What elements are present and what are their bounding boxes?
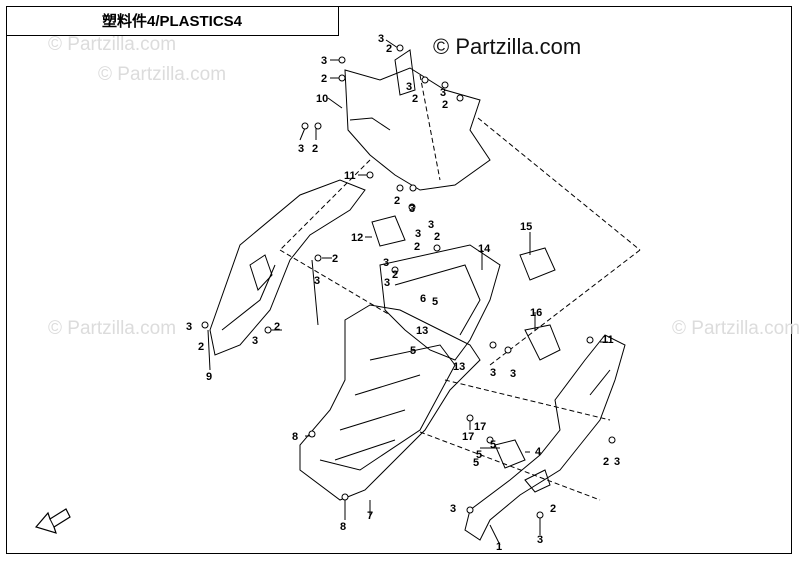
top-cover bbox=[344, 67, 491, 191]
center-tray bbox=[379, 244, 501, 361]
callout-label: 5 bbox=[410, 345, 416, 357]
callout-label: 2 bbox=[434, 231, 440, 243]
callout-label: 3 bbox=[186, 321, 192, 333]
callout-label: 6 bbox=[420, 293, 426, 305]
callout-label: 2 bbox=[332, 253, 338, 265]
callout-label: 3 bbox=[537, 534, 543, 546]
callout-label: 5 bbox=[432, 296, 438, 308]
callout-label: 12 bbox=[351, 232, 363, 244]
bracket-16 bbox=[524, 324, 561, 361]
front-arrow-icon bbox=[34, 508, 71, 534]
callout-label: 1 bbox=[496, 541, 502, 553]
watermark-faint: © Partzilla.com bbox=[48, 34, 177, 55]
leader-lines bbox=[207, 39, 608, 546]
callout-label: 2 bbox=[603, 456, 609, 468]
callout-label: 3 bbox=[450, 503, 456, 515]
callout-label: 3 bbox=[406, 81, 412, 93]
callout-label: 8 bbox=[292, 431, 298, 443]
callout-label: 15 bbox=[520, 221, 532, 233]
fasteners bbox=[201, 44, 616, 519]
callout-label: 8 bbox=[340, 521, 346, 533]
callout-label: 2 bbox=[442, 99, 448, 111]
bracket-15 bbox=[519, 247, 556, 281]
watermark-faint: © Partzilla.com bbox=[672, 318, 800, 339]
right-side-panel bbox=[464, 334, 626, 541]
bracket-12 bbox=[371, 215, 406, 247]
top-bracket bbox=[394, 49, 416, 96]
callout-label: 2 bbox=[412, 93, 418, 105]
callout-label: 13 bbox=[416, 325, 428, 337]
callout-label: 3 bbox=[614, 456, 620, 468]
callout-label: 3 bbox=[428, 219, 434, 231]
callout-label: 2 bbox=[274, 321, 280, 333]
assembly-dash-lines bbox=[279, 74, 641, 501]
callout-label: 13 bbox=[453, 361, 465, 373]
callout-label: 2 bbox=[321, 73, 327, 85]
callout-label: 3 bbox=[409, 203, 415, 215]
callout-label: 14 bbox=[478, 243, 491, 255]
callout-label: 11 bbox=[602, 334, 614, 346]
callout-label: 11 bbox=[344, 170, 356, 182]
callout-label: 3 bbox=[321, 55, 327, 67]
callout-label: 9 bbox=[206, 371, 212, 383]
callout-label: 7 bbox=[367, 510, 373, 522]
callout-label: 3 bbox=[378, 33, 384, 45]
watermark-faint: © Partzilla.com bbox=[48, 318, 177, 339]
callout-label: 2 bbox=[392, 269, 398, 281]
callout-label: 17 bbox=[462, 431, 474, 443]
watermark: © Partzilla.com bbox=[433, 34, 582, 59]
callout-label: 5 bbox=[476, 449, 482, 461]
callout-label: 5 bbox=[473, 457, 479, 469]
callout-label: 2 bbox=[198, 341, 204, 353]
callout-label: 2 bbox=[414, 241, 420, 253]
rear-fender bbox=[299, 304, 481, 501]
callout-label: 2 bbox=[394, 195, 400, 207]
callout-label: 3 bbox=[384, 277, 390, 289]
callout-label: 5 bbox=[490, 439, 496, 451]
callout-label: 3 bbox=[440, 87, 446, 99]
callout-label: 2 bbox=[550, 503, 556, 515]
callout-label: 2 bbox=[312, 143, 318, 155]
callout-label: 3 bbox=[510, 368, 516, 380]
callout-labels: 3 2 3 2 10 3 2 3 2 3 2 11 2 3 12 3 2 3 2… bbox=[186, 33, 620, 553]
watermark-faint: © Partzilla.com bbox=[98, 64, 227, 85]
bracket-4 bbox=[494, 439, 526, 469]
callout-label: 3 bbox=[314, 275, 320, 287]
diagram-title: 塑料件4/PLASTICS4 bbox=[6, 6, 339, 36]
callout-label: 3 bbox=[252, 335, 258, 347]
callout-label: 17 bbox=[474, 421, 486, 433]
callout-label: 4 bbox=[535, 446, 542, 458]
callout-label: 3 bbox=[383, 257, 389, 269]
callout-label: 2 bbox=[386, 43, 392, 55]
callout-label: 3 bbox=[298, 143, 304, 155]
callout-label: 10 bbox=[316, 93, 328, 105]
callout-label: 16 bbox=[530, 307, 542, 319]
left-side-panel bbox=[209, 179, 366, 356]
diagram-frame bbox=[6, 6, 792, 554]
callout-label: 3 bbox=[415, 228, 421, 240]
callout-label: 3 bbox=[490, 367, 496, 379]
